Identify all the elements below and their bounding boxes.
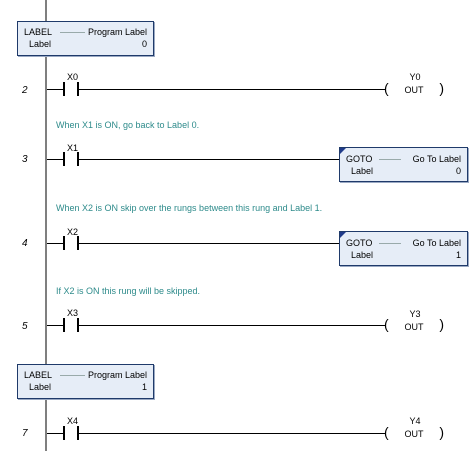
rung-number: 4 bbox=[22, 238, 28, 249]
goto-field: Label bbox=[351, 250, 374, 260]
contact-icon[interactable] bbox=[63, 82, 79, 96]
contact-icon[interactable] bbox=[63, 236, 79, 250]
program-label-box-1[interactable]: LABEL Program Label Label 1 bbox=[17, 364, 154, 399]
goto-value: 0 bbox=[455, 166, 461, 176]
label-title: Program Label bbox=[87, 27, 147, 37]
rung-number: 2 bbox=[22, 85, 28, 96]
coil-icon[interactable]: () bbox=[384, 316, 444, 332]
goto-label-box-1[interactable]: GOTO Go To Label Label 1 bbox=[339, 231, 468, 266]
contact-icon[interactable] bbox=[63, 152, 79, 166]
label-field: Label bbox=[29, 39, 52, 49]
coil-address: Y3 bbox=[409, 309, 421, 319]
coil-type: OUT bbox=[404, 429, 424, 439]
rung-number: 3 bbox=[22, 154, 28, 165]
contact-address: X3 bbox=[67, 308, 79, 318]
coil-icon[interactable]: () bbox=[384, 80, 444, 96]
goto-keyword: GOTO bbox=[346, 154, 373, 164]
rung-comment: If X2 is ON this rung will be skipped. bbox=[56, 286, 201, 296]
contact-icon[interactable] bbox=[63, 318, 79, 332]
rung-number: 7 bbox=[22, 428, 28, 439]
contact-address: X0 bbox=[67, 72, 79, 82]
label-keyword: LABEL bbox=[24, 370, 53, 380]
rung-number: 5 bbox=[22, 321, 28, 332]
goto-value: 1 bbox=[455, 250, 461, 260]
coil-type: OUT bbox=[404, 85, 424, 95]
contact-icon[interactable] bbox=[63, 426, 79, 440]
goto-field: Label bbox=[351, 166, 374, 176]
contact-address: X2 bbox=[67, 227, 79, 237]
left-power-rail bbox=[45, 0, 47, 451]
goto-title: Go To Label bbox=[412, 154, 461, 164]
contact-address: X1 bbox=[67, 143, 79, 153]
program-label-box-0[interactable]: LABEL Program Label Label 0 bbox=[17, 21, 154, 56]
label-value: 1 bbox=[141, 382, 147, 392]
coil-address: Y4 bbox=[409, 416, 421, 426]
coil-icon[interactable]: () bbox=[384, 424, 444, 440]
rung-comment: When X1 is ON, go back to Label 0. bbox=[56, 120, 200, 130]
rung-comment: When X2 is ON skip over the rungs betwee… bbox=[56, 203, 323, 213]
goto-title: Go To Label bbox=[412, 238, 461, 248]
coil-address: Y0 bbox=[409, 72, 421, 82]
label-value: 0 bbox=[141, 39, 147, 49]
coil-type: OUT bbox=[404, 322, 424, 332]
label-keyword: LABEL bbox=[24, 27, 53, 37]
contact-address: X4 bbox=[67, 416, 79, 426]
goto-label-box-0[interactable]: GOTO Go To Label Label 0 bbox=[339, 147, 468, 182]
label-title: Program Label bbox=[87, 370, 147, 380]
goto-keyword: GOTO bbox=[346, 238, 373, 248]
label-field: Label bbox=[29, 382, 52, 392]
